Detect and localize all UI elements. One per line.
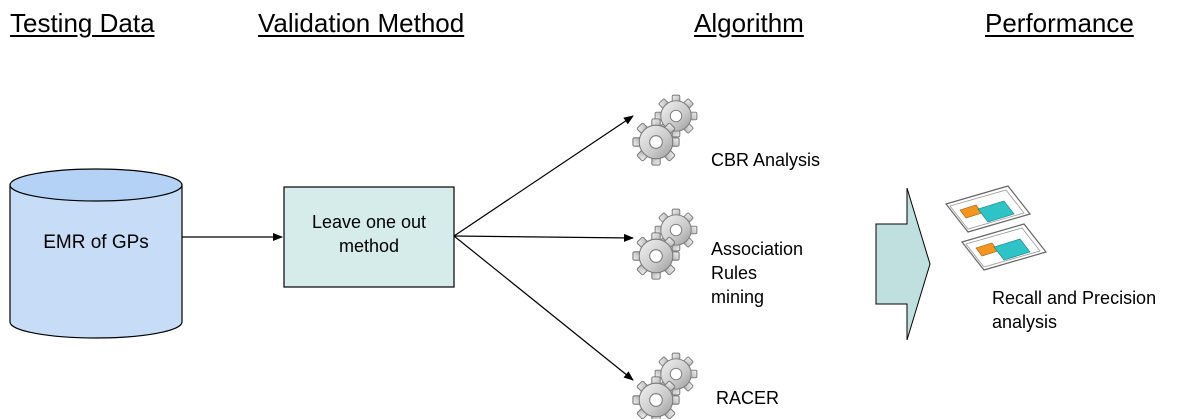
- header-algorithm: Algorithm: [694, 8, 804, 38]
- arrow-to-cbr: [453, 115, 634, 237]
- header-performance: Performance: [985, 8, 1134, 38]
- database-cylinder: [9, 168, 183, 339]
- header-validation-method: Validation Method: [258, 8, 465, 38]
- performance-line2: analysis: [992, 312, 1058, 332]
- gear-icon: [633, 209, 697, 279]
- performance-line1: Recall and Precision: [992, 288, 1157, 308]
- validation-label-line1: Leave one out: [311, 212, 427, 232]
- arrow-to-association: [453, 233, 634, 242]
- algorithm-association-label: Association Rules mining: [711, 237, 803, 309]
- arrow-to-racer: [453, 235, 634, 381]
- gear-icon: [633, 95, 697, 165]
- association-line1: Association: [711, 239, 804, 259]
- algorithm-racer-label: RACER: [716, 388, 780, 408]
- validation-label: Leave one out method: [284, 210, 454, 258]
- gear-icon: [633, 353, 697, 419]
- chart-card-icon: [961, 223, 1047, 271]
- chart-card-icon: [945, 185, 1031, 233]
- validation-box: [283, 186, 455, 288]
- validation-label-line2: method: [338, 236, 400, 256]
- block-arrow: [875, 187, 931, 341]
- database-label: EMR of GPs: [43, 232, 149, 253]
- header-testing-data: Testing Data: [10, 8, 155, 38]
- algorithm-cbr-label: CBR Analysis: [711, 150, 821, 170]
- performance-label: Recall and Precision analysis: [992, 286, 1156, 334]
- association-line3: mining: [711, 287, 765, 307]
- association-line2: Rules: [711, 263, 758, 283]
